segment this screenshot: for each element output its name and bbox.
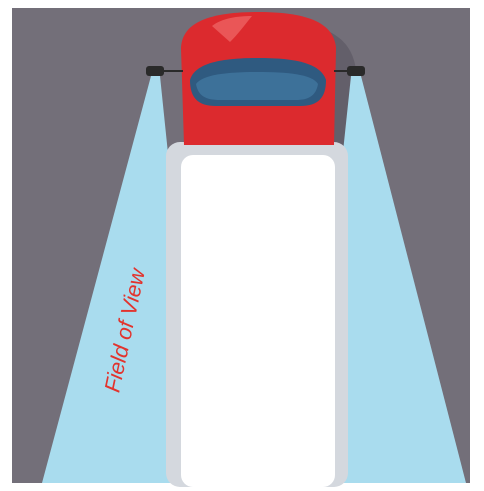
truck-cab-icon bbox=[181, 12, 336, 145]
trailer-icon bbox=[181, 155, 335, 487]
side-mirror-icon bbox=[146, 66, 164, 76]
side-mirror-icon bbox=[347, 66, 365, 76]
windshield-reflection bbox=[196, 72, 318, 100]
